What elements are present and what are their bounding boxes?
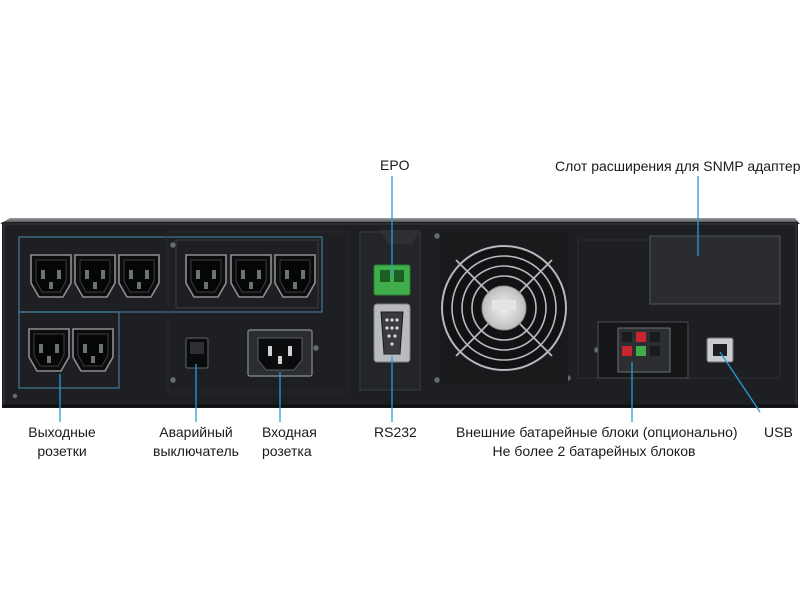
output-outlets-frame-bottom [18, 311, 120, 389]
label-snmp-slot: Слот расширения для SNMP адаптера [555, 158, 800, 174]
usb-b-port-icon[interactable] [706, 337, 734, 363]
label-ext-battery: Внешние батарейные блоки (опционально) Н… [456, 423, 738, 461]
output-socket-5 [230, 254, 272, 298]
ext-battery-connector[interactable] [597, 321, 689, 379]
output-socket-3 [118, 254, 160, 298]
label-rs232: RS232 [374, 424, 417, 440]
label-output-sockets: Выходные розетки [24, 423, 100, 461]
label-output-sockets-line1: Выходные [28, 424, 96, 440]
leader-usb [719, 351, 761, 413]
label-epo: EPO [380, 157, 410, 173]
label-output-sockets-line2: розетки [37, 443, 87, 459]
label-emergency-switch: Аварийный выключатель [146, 423, 246, 461]
label-input-socket-line2: розетка [262, 443, 312, 459]
output-socket-7 [28, 328, 70, 372]
output-socket-4 [185, 254, 227, 298]
output-socket-1 [30, 254, 72, 298]
output-outlets-frame-top [18, 236, 323, 313]
fan-grille-icon [440, 232, 568, 384]
output-socket-8 [72, 328, 114, 372]
label-emergency-switch-line2: выключатель [153, 443, 239, 459]
label-input-socket: Входная розетка [262, 423, 317, 461]
label-usb: USB [764, 424, 793, 440]
output-socket-6 [274, 254, 316, 298]
output-socket-2 [74, 254, 116, 298]
label-ext-battery-line2: Не более 2 батарейных блоков [492, 443, 696, 459]
rs232-port[interactable] [373, 303, 411, 363]
input-socket [247, 329, 313, 377]
label-ext-battery-line1: Внешние батарейные блоки (опционально) [456, 424, 738, 440]
label-emergency-switch-line1: Аварийный [159, 424, 233, 440]
label-input-socket-line1: Входная [262, 424, 317, 440]
